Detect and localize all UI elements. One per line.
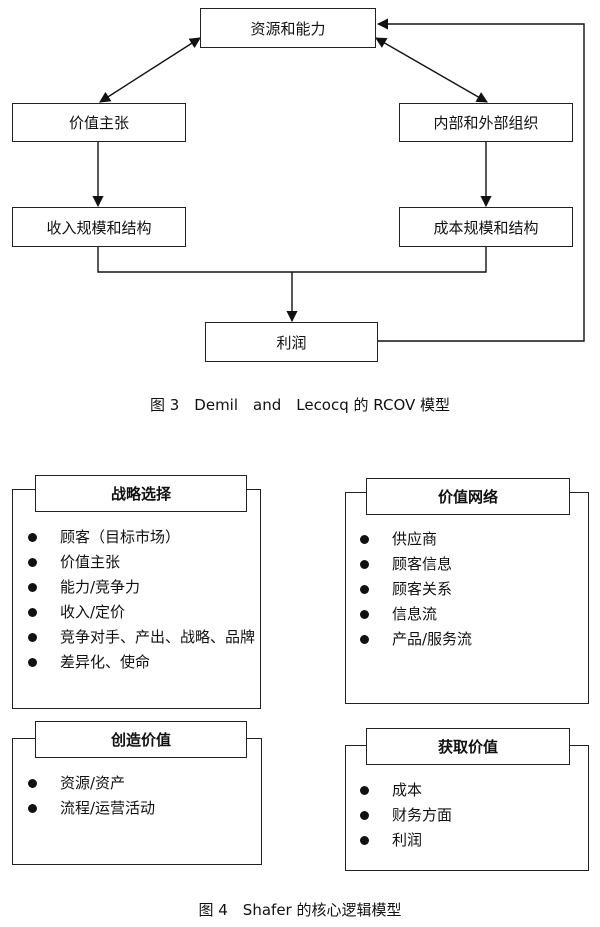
- feedback-line: [376, 18, 585, 342]
- panel-create-value: [12, 738, 262, 865]
- merge-line: [97, 247, 487, 273]
- list-item: 信息流: [358, 602, 583, 627]
- fig4-caption: 图 4 Shafer 的核心逻辑模型: [198, 901, 402, 919]
- panel-value-network: [345, 492, 589, 704]
- list-item: 利润: [358, 828, 583, 853]
- arrow-resources-valueprop: [99, 37, 201, 103]
- node-organization: 内部和外部组织: [399, 103, 573, 142]
- node-value-proposition: 价值主张: [12, 103, 186, 142]
- panel-value-network-title: 价值网络: [366, 478, 570, 515]
- list-item: 能力/竞争力: [26, 575, 256, 600]
- fig3-connectors: [92, 18, 585, 342]
- fig3-caption: 图 3 Demil and Lecocq 的 RCOV 模型: [149, 396, 451, 414]
- panel-strategy-title: 战略选择: [35, 475, 247, 512]
- node-revenue: 收入规模和结构: [12, 207, 186, 247]
- list-item: 价值主张: [26, 550, 256, 575]
- list-item: 顾客关系: [358, 577, 583, 602]
- panel-value-network-list: 供应商 顾客信息 顾客关系 信息流 产品/服务流: [358, 527, 583, 652]
- list-item: 顾客（目标市场）: [26, 525, 256, 550]
- panel-strategy-list: 顾客（目标市场） 价值主张 能力/竞争力 收入/定价 竞争对手、产出、战略、品牌…: [26, 525, 256, 675]
- panel-create-value-title: 创造价值: [35, 721, 247, 758]
- arrow-resources-org: [375, 37, 488, 103]
- node-resources: 资源和能力: [200, 8, 376, 48]
- list-item: 竞争对手、产出、战略、品牌: [26, 625, 256, 650]
- panel-capture-value-list: 成本 财务方面 利润: [358, 778, 583, 853]
- list-item: 财务方面: [358, 803, 583, 828]
- list-item: 顾客信息: [358, 552, 583, 577]
- list-item: 流程/运营活动: [26, 796, 256, 821]
- panel-create-value-list: 资源/资产 流程/运营活动: [26, 771, 256, 821]
- list-item: 成本: [358, 778, 583, 803]
- list-item: 供应商: [358, 527, 583, 552]
- list-item: 差异化、使命: [26, 650, 256, 675]
- node-profit: 利润: [205, 322, 378, 362]
- list-item: 资源/资产: [26, 771, 256, 796]
- panel-capture-value-title: 获取价值: [366, 728, 570, 765]
- list-item: 产品/服务流: [358, 627, 583, 652]
- list-item: 收入/定价: [26, 600, 256, 625]
- node-cost: 成本规模和结构: [399, 207, 573, 247]
